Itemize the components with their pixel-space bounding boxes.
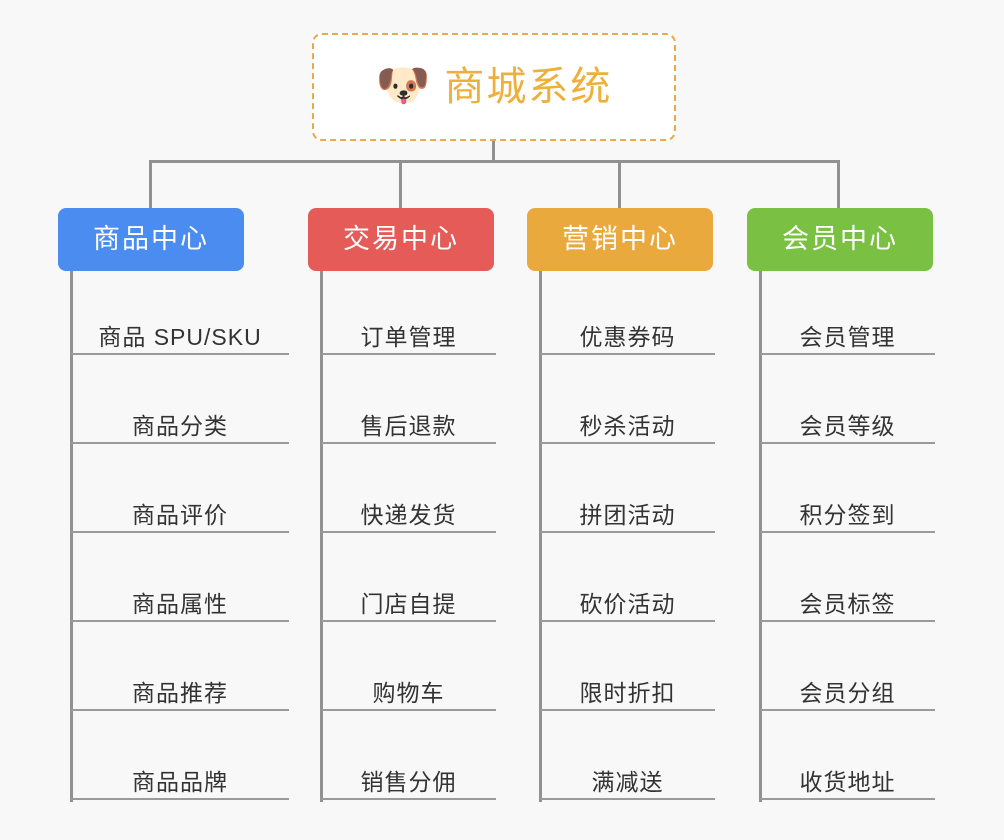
branch-spine-connector <box>539 271 542 802</box>
leaf-item[interactable]: 砍价活动 <box>540 570 715 622</box>
dog-face-icon: 🐶 <box>375 61 431 110</box>
leaf-item[interactable]: 商品品牌 <box>71 748 289 800</box>
leaf-item[interactable]: 会员标签 <box>760 570 935 622</box>
leaf-item[interactable]: 收货地址 <box>760 748 935 800</box>
root-stem-connector <box>492 141 495 162</box>
leaf-item[interactable]: 门店自提 <box>321 570 496 622</box>
branch-drop-connector <box>837 160 840 210</box>
leaf-item-label: 会员等级 <box>799 412 896 439</box>
leaf-item-label: 限时折扣 <box>579 679 676 706</box>
leaf-item-label: 订单管理 <box>360 323 457 350</box>
leaf-item-label: 收货地址 <box>799 768 896 795</box>
leaf-item-label: 会员分组 <box>799 679 896 706</box>
leaf-item-label: 优惠券码 <box>579 323 676 350</box>
leaf-item-label: 商品推荐 <box>132 679 228 706</box>
leaf-item-label: 砍价活动 <box>579 590 676 617</box>
leaf-item-label: 快递发货 <box>360 501 457 528</box>
leaf-item-label: 商品品牌 <box>132 768 228 795</box>
leaf-item-label: 销售分佣 <box>360 768 457 795</box>
branch-drop-connector <box>399 160 402 210</box>
leaf-item[interactable]: 满减送 <box>540 748 715 800</box>
leaf-item-label: 购物车 <box>372 679 445 706</box>
leaf-item-label: 积分签到 <box>799 501 896 528</box>
branch-spine-connector <box>759 271 762 802</box>
leaf-item-label: 会员标签 <box>799 590 896 617</box>
leaf-item[interactable]: 订单管理 <box>321 303 496 355</box>
leaf-item[interactable]: 商品属性 <box>71 570 289 622</box>
leaf-item-label: 满减送 <box>591 768 664 795</box>
leaf-item[interactable]: 商品 SPU/SKU <box>71 303 289 355</box>
branch-spine-connector <box>70 271 73 802</box>
leaf-item[interactable]: 商品评价 <box>71 481 289 533</box>
horizontal-bus-connector <box>150 160 840 163</box>
leaf-item-label: 会员管理 <box>799 323 896 350</box>
leaf-item-label: 售后退款 <box>360 412 457 439</box>
leaf-item[interactable]: 会员管理 <box>760 303 935 355</box>
branch-drop-connector <box>618 160 621 210</box>
leaf-item[interactable]: 限时折扣 <box>540 659 715 711</box>
leaf-item-label: 商品评价 <box>132 501 228 528</box>
leaf-item[interactable]: 优惠券码 <box>540 303 715 355</box>
branch-header-label: 商品中心 <box>93 224 209 254</box>
leaf-item-label: 门店自提 <box>360 590 457 617</box>
leaf-item[interactable]: 秒杀活动 <box>540 392 715 444</box>
leaf-item[interactable]: 拼团活动 <box>540 481 715 533</box>
branch-spine-connector <box>320 271 323 802</box>
leaf-item[interactable]: 会员分组 <box>760 659 935 711</box>
branch-header-trade-center[interactable]: 交易中心 <box>308 208 494 271</box>
root-node-title: 商城系统 <box>444 65 613 109</box>
root-node-mall-system[interactable]: 🐶 商城系统 <box>312 33 676 141</box>
branch-header-label: 会员中心 <box>782 224 898 254</box>
leaf-item[interactable]: 商品分类 <box>71 392 289 444</box>
leaf-item-label: 商品属性 <box>132 590 228 617</box>
branch-header-marketing-center[interactable]: 营销中心 <box>527 208 713 271</box>
branch-header-product-center[interactable]: 商品中心 <box>58 208 244 271</box>
leaf-item[interactable]: 购物车 <box>321 659 496 711</box>
leaf-item[interactable]: 积分签到 <box>760 481 935 533</box>
branch-header-label: 交易中心 <box>343 224 459 254</box>
leaf-item[interactable]: 售后退款 <box>321 392 496 444</box>
leaf-item-label: 秒杀活动 <box>579 412 676 439</box>
leaf-item[interactable]: 快递发货 <box>321 481 496 533</box>
leaf-item-label: 拼团活动 <box>579 501 676 528</box>
branch-header-member-center[interactable]: 会员中心 <box>747 208 933 271</box>
branch-drop-connector <box>149 160 152 210</box>
branch-header-label: 营销中心 <box>562 224 678 254</box>
leaf-item-label: 商品 SPU/SKU <box>98 323 262 350</box>
leaf-item[interactable]: 商品推荐 <box>71 659 289 711</box>
leaf-item[interactable]: 销售分佣 <box>321 748 496 800</box>
leaf-item-label: 商品分类 <box>132 412 228 439</box>
leaf-item[interactable]: 会员等级 <box>760 392 935 444</box>
